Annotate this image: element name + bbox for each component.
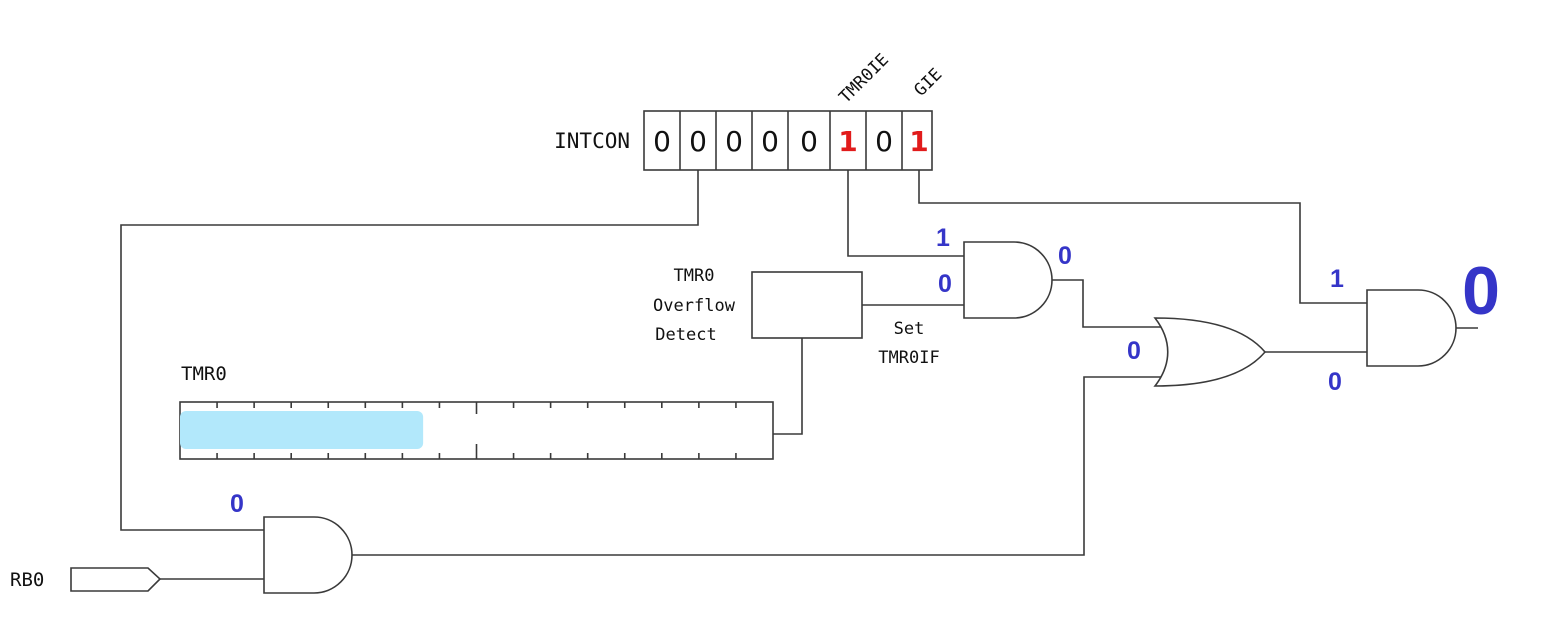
wires: [120, 170, 1478, 580]
intcon-label: INTCON: [554, 129, 630, 153]
wire-rb0-and-to-or: [352, 376, 1165, 556]
tmr0-ticks: [216, 402, 737, 459]
overflow-detect-block: TMR0 Overflow Detect Set TMR0IF: [653, 266, 940, 368]
intcon-bit-0: 1: [909, 125, 928, 158]
intcon-bit-4: 0: [761, 125, 779, 158]
set-flag-label-line1: Set: [894, 319, 925, 339]
rb0-label: RB0: [10, 569, 44, 591]
tmr0-count-fill: [180, 411, 424, 449]
gie-bit-name: GIE: [910, 65, 946, 101]
wire-tmr0-to-overflow: [773, 338, 803, 435]
overflow-detect-label-line1: TMR0: [674, 266, 715, 286]
intcon-bit-6: 0: [689, 125, 707, 158]
signal-final-and-in-or: 0: [1328, 368, 1342, 396]
overflow-detect-label-line2: Overflow: [653, 296, 736, 316]
overflow-detect-box: [751, 271, 863, 339]
tmr0-register: TMR0: [179, 363, 774, 460]
signal-rb0-and-in: 0: [230, 490, 244, 518]
signal-or-in-top: 0: [1127, 337, 1141, 365]
intcon-bit-7: 0: [653, 125, 671, 158]
wire-gie-to-final-and: [918, 170, 1367, 304]
wire-and1-to-or: [1052, 279, 1165, 328]
wire-tmr0ie-to-and1: [847, 170, 964, 257]
rb0-pin: RB0: [10, 567, 162, 592]
intcon-bit-3: 0: [800, 125, 818, 158]
and-gate-gie: [1366, 289, 1457, 367]
and-gate-rb0: [263, 516, 353, 594]
set-flag-label-line2: TMR0IF: [878, 348, 939, 368]
signal-and1-out: 0: [1058, 242, 1072, 270]
rb0-pin-shape: [70, 567, 162, 592]
intcon-bit-2: 1: [838, 125, 857, 158]
signal-output: 0: [1462, 253, 1500, 329]
wire-intcon-to-rb0-and: [120, 170, 699, 531]
intcon-bit-1: 0: [875, 125, 893, 158]
or-gate: [1153, 317, 1267, 387]
intcon-bit-5: 0: [725, 125, 743, 158]
signal-final-and-in-gie: 1: [1330, 265, 1344, 293]
tmr0-label: TMR0: [181, 363, 227, 385]
signal-values: 1 0 0 0 1 0 0 0: [230, 224, 1500, 518]
overflow-detect-label-line3: Detect: [655, 325, 716, 345]
tmr0ie-bit-name: TMR0IE: [835, 50, 893, 108]
and-gate-tmr0: [963, 241, 1053, 319]
signal-and1-in-flag: 0: [938, 270, 952, 298]
signal-and1-in-tmr0ie: 1: [936, 224, 950, 252]
